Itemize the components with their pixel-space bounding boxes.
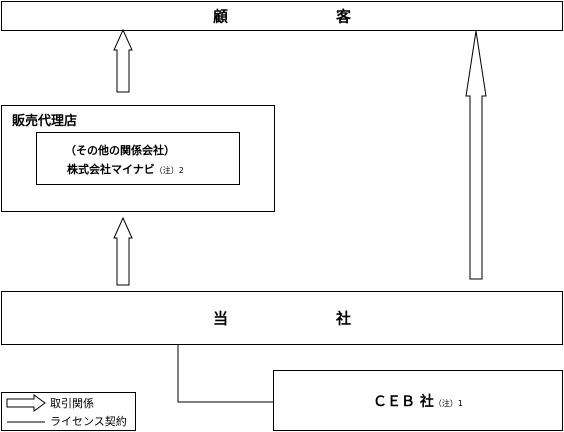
related-company-note-number: 2	[178, 166, 184, 175]
company-char-2: 社	[336, 309, 352, 328]
legend-arrow-label: 取引関係	[50, 397, 94, 410]
company-label: 当 社	[2, 308, 562, 329]
legend-line-label: ライセンス契約	[50, 415, 127, 428]
related-company-heading: （その他の関係会社）	[65, 144, 175, 157]
related-company-name: 株式会社マイナビ	[67, 163, 155, 176]
related-company-box: （その他の関係会社） 株式会社マイナビ（注）2	[36, 132, 240, 185]
distributor-to-customer-arrow	[113, 28, 133, 93]
ceb-note-number: 1	[457, 398, 463, 408]
ceb-note: （注）	[433, 398, 458, 408]
ceb-label-row: ＣＥＢ 社（注）1	[274, 391, 562, 411]
customer-char-1: 顧	[212, 7, 228, 26]
customer-box: 顧 客	[1, 1, 563, 31]
company-to-distributor-arrow	[113, 216, 133, 286]
license-connector-line	[177, 345, 273, 403]
ceb-label: ＣＥＢ 社	[373, 393, 434, 410]
legend-arrow-icon	[6, 394, 46, 412]
company-to-customer-arrow	[465, 30, 487, 280]
related-company-name-row: 株式会社マイナビ（注）2	[67, 161, 184, 177]
related-company-note: （注）	[154, 166, 179, 175]
company-char-1: 当	[212, 309, 228, 328]
company-box: 当 社	[1, 291, 563, 345]
customer-label: 顧 客	[2, 6, 562, 27]
ceb-box: ＣＥＢ 社（注）1	[273, 370, 563, 431]
distributor-title: 販売代理店	[12, 114, 78, 129]
customer-char-2: 客	[336, 7, 352, 26]
